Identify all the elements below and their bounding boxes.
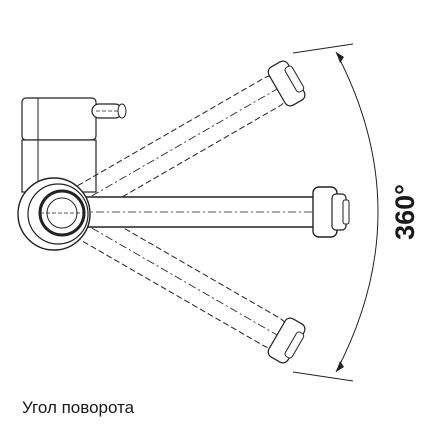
diagram-caption: Угол поворота [22, 398, 135, 417]
rotation-arrow-top-icon [336, 52, 344, 63]
lower-radius-line [292, 371, 354, 382]
rotation-arrow-bottom-icon [336, 361, 344, 372]
rotation-arc [335, 51, 379, 373]
angle-label: 360° [390, 184, 420, 240]
faucet-base [21, 97, 127, 193]
upper-radius-line [292, 43, 354, 54]
spout-center-position [63, 186, 350, 238]
swivel-joint [17, 177, 91, 251]
